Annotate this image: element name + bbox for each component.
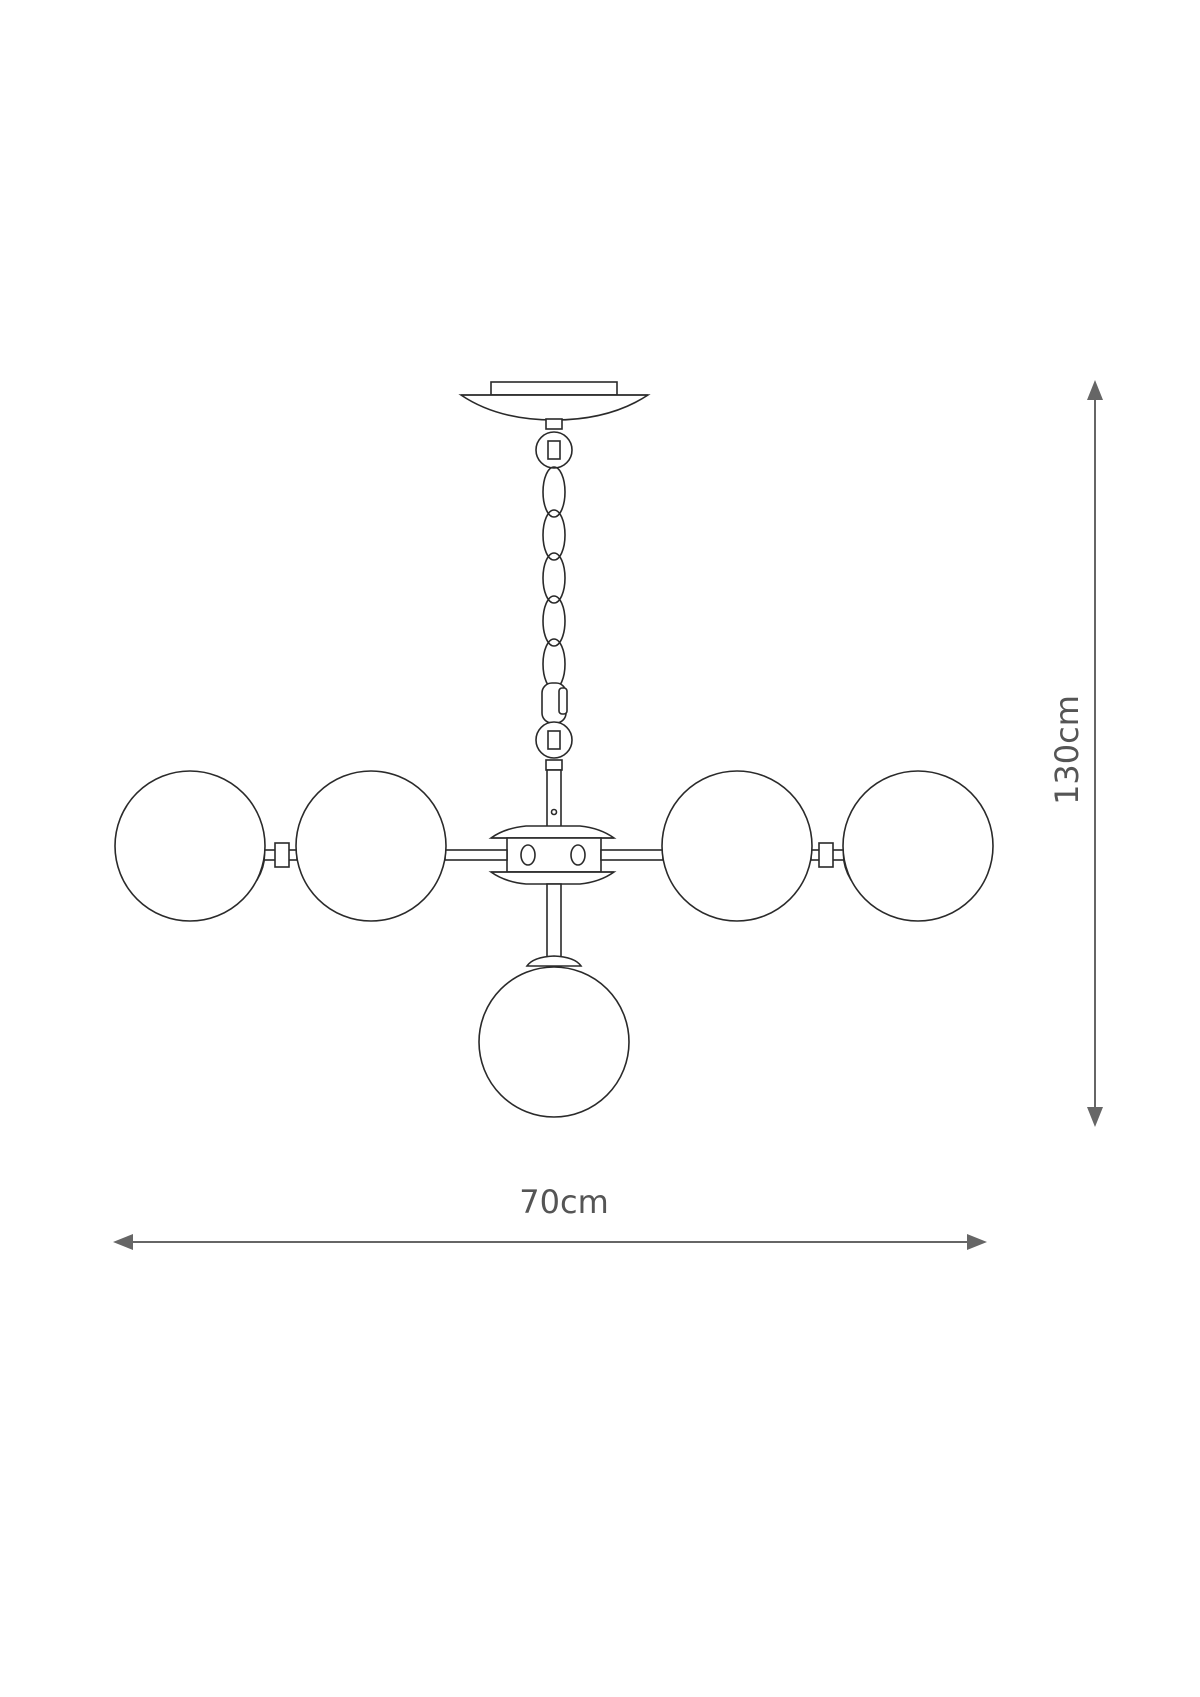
globe-bottom (478, 966, 630, 1118)
width-dimension (113, 1234, 987, 1250)
width-arrow-left (113, 1234, 133, 1250)
globe-outer-right (842, 770, 994, 922)
height-arrow-top (1087, 380, 1103, 400)
central-hub (488, 759, 617, 967)
glass-globes (114, 770, 994, 1118)
globe-outer-left (114, 770, 266, 922)
suspension-chain (535, 431, 573, 759)
height-label: 130cm (1048, 695, 1086, 805)
width-label: 70cm (519, 1183, 608, 1221)
height-dimension (1087, 380, 1103, 1127)
globe-inner-left (295, 770, 447, 922)
height-arrow-bottom (1087, 1107, 1103, 1127)
ceiling-canopy (458, 381, 651, 430)
width-arrow-right (967, 1234, 987, 1250)
globe-inner-right (661, 770, 813, 922)
